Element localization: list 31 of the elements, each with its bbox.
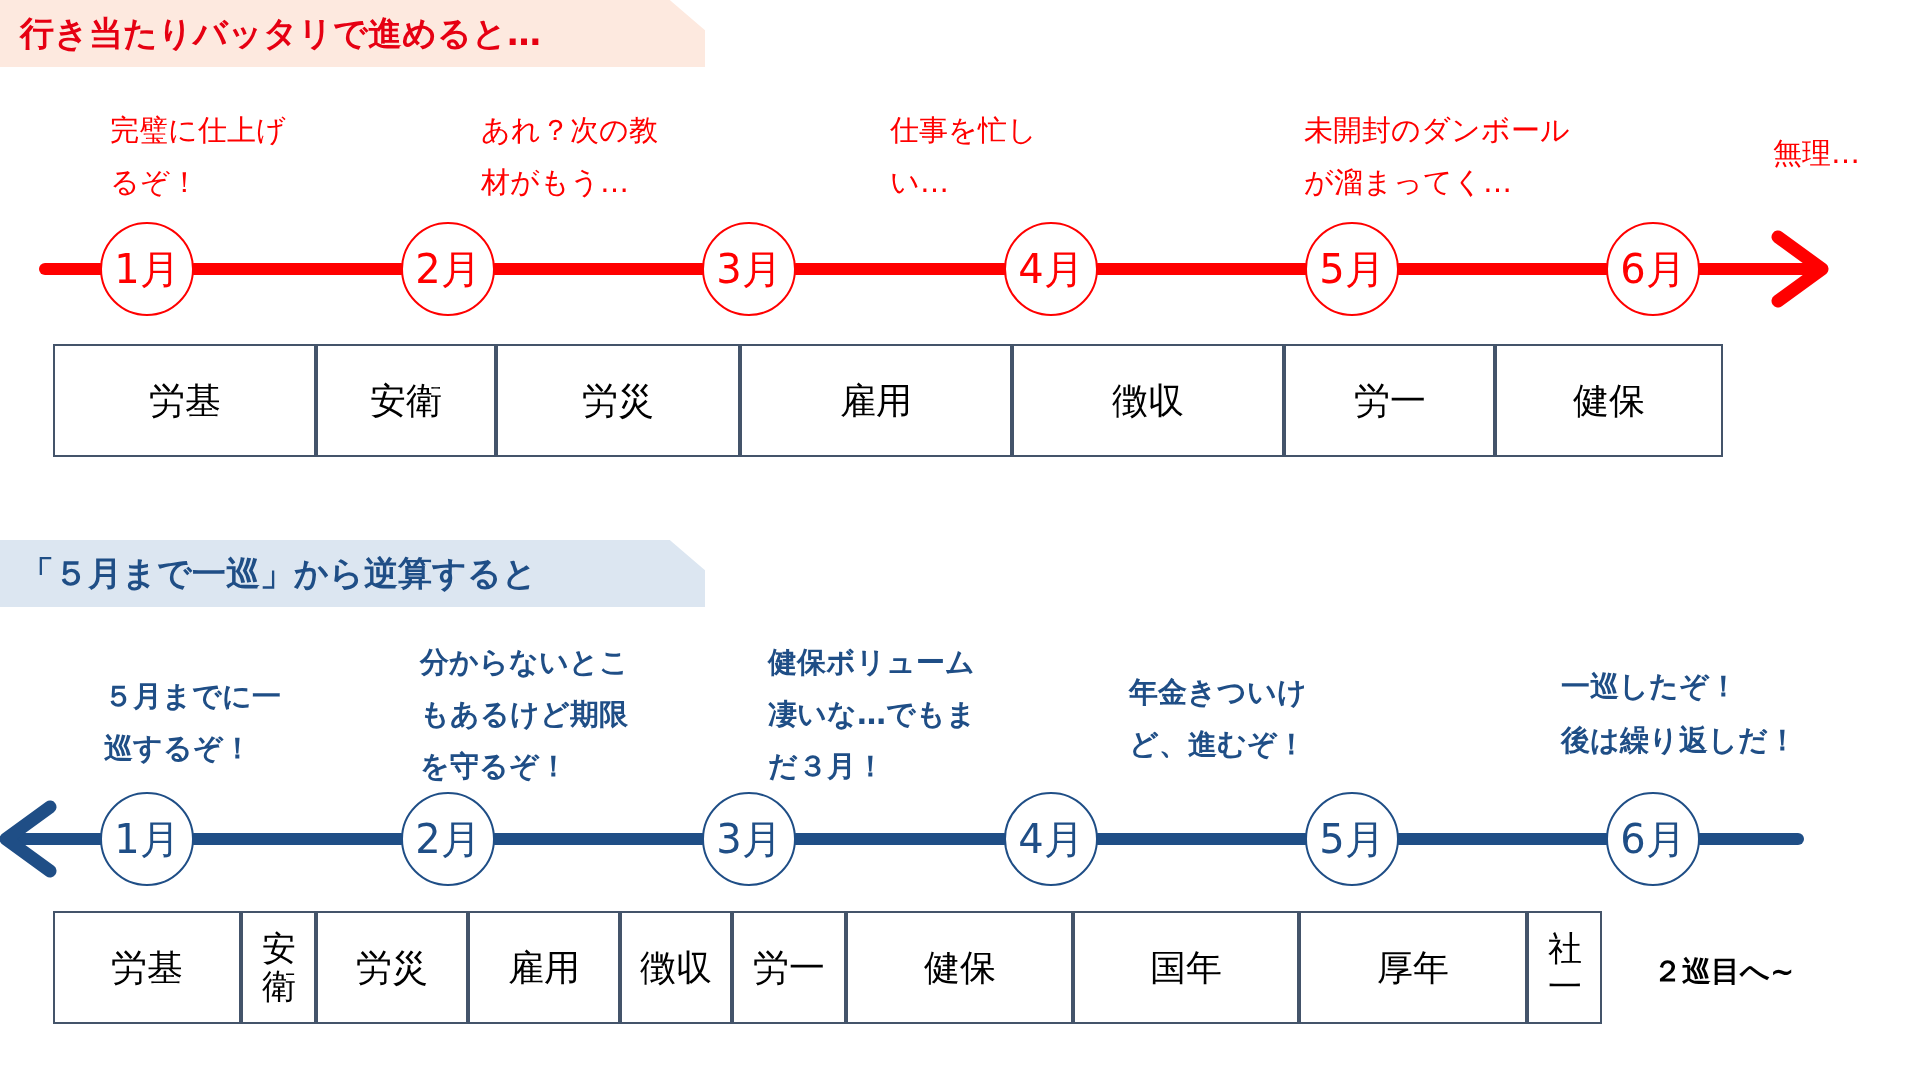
subject-cell: 安衛 <box>316 344 496 457</box>
comment-text: ５月までに一巡するぞ！ <box>104 678 282 768</box>
subject-cell: 徴収 <box>1012 344 1284 457</box>
subject-cell: 健保 <box>846 911 1073 1024</box>
heading-tab: 「５月まで一巡」から逆算すると <box>0 540 705 607</box>
subject-cell: 労災 <box>496 344 740 457</box>
comment-text: 後は繰り返しだ！ <box>1561 722 1798 759</box>
heading-tab: 行き当たりバッタリで進めると… <box>0 0 705 67</box>
subject-cell: 雇用 <box>468 911 620 1024</box>
subject-cell: 厚年 <box>1299 911 1527 1024</box>
subject-cell: 徴収 <box>620 911 732 1024</box>
subject-cell: 健保 <box>1495 344 1723 457</box>
subject-cell: 労基 <box>53 344 316 457</box>
comment-text: 未開封のダンボールが溜まってく… <box>1304 112 1571 202</box>
subject-cell: 労災 <box>316 911 468 1024</box>
subject-cell: 労基 <box>53 911 241 1024</box>
comment-text: 一巡したぞ！ <box>1561 668 1739 705</box>
comment-text: 健保ボリューム凄いな…でもまだ３月！ <box>768 644 977 786</box>
comment-text: 年金きついけど、進むぞ！ <box>1129 674 1308 764</box>
subject-cell: 社一 <box>1527 911 1602 1024</box>
comment-text: あれ？次の教材がもう… <box>481 112 659 202</box>
comment-text: 仕事を忙しい… <box>890 112 1038 202</box>
comment-text: 完璧に仕上げるぞ！ <box>110 112 287 202</box>
subject-cell: 安衛 <box>241 911 316 1024</box>
subject-cell: 国年 <box>1073 911 1299 1024</box>
comment-text: 分からないとこもあるけど期限を守るぞ！ <box>420 644 630 786</box>
next-round-note: ２巡目へ~ <box>1653 953 1796 990</box>
subject-cell: 労一 <box>1284 344 1495 457</box>
subject-cell: 雇用 <box>740 344 1012 457</box>
subject-cell: 労一 <box>732 911 846 1024</box>
comment-text: 無理… <box>1773 135 1861 172</box>
